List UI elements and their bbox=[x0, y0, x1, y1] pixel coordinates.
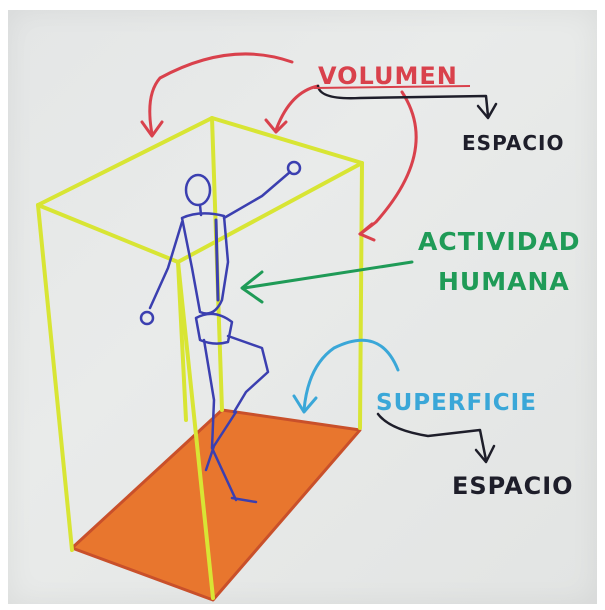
box-edge-front-left bbox=[36, 203, 74, 552]
label-espacio-top: ESPACIO bbox=[462, 131, 565, 155]
paper-background bbox=[8, 10, 597, 604]
volumen-arrow-mid bbox=[274, 84, 320, 132]
figure-right-arm bbox=[222, 170, 292, 220]
label-actividad: ACTIVIDAD bbox=[418, 227, 581, 256]
volumen-arrow-left-head bbox=[140, 120, 164, 138]
figure-standing-foot bbox=[230, 496, 258, 504]
figure-raised-foot bbox=[204, 410, 238, 472]
figure-left-hand bbox=[139, 310, 155, 326]
box-edge-front bbox=[176, 260, 215, 600]
volumen-arrow-mid-head bbox=[264, 118, 288, 134]
box-edge-inner bbox=[176, 260, 188, 422]
volumen-underline bbox=[313, 85, 471, 89]
figure-torso bbox=[180, 212, 230, 315]
figure-left-arm bbox=[148, 220, 184, 310]
label-superficie: SUPERFICIE bbox=[376, 390, 537, 416]
label-humana: HUMANA bbox=[438, 267, 570, 296]
figure-right-hand bbox=[286, 160, 302, 176]
label-espacio-bottom: ESPACIO bbox=[452, 472, 574, 500]
figure-standing-leg bbox=[202, 338, 238, 502]
figure-raised-leg bbox=[226, 334, 270, 414]
box-top-face bbox=[36, 116, 364, 264]
superficie-arrow bbox=[292, 338, 400, 414]
volumen-arrow-left bbox=[148, 52, 294, 136]
box-edge-right bbox=[358, 161, 364, 430]
figure-pelvis bbox=[194, 312, 234, 345]
floor-surface bbox=[70, 408, 362, 602]
label-volumen: VOLUMEN bbox=[318, 62, 458, 90]
volumen-arrow-right bbox=[358, 90, 418, 236]
actividad-arrow bbox=[240, 260, 414, 304]
human-figure bbox=[139, 160, 302, 504]
volumen-to-espacio-arrow bbox=[316, 84, 498, 120]
volumen-arrow-right-head bbox=[358, 222, 376, 242]
superficie-to-espacio-arrow bbox=[376, 412, 496, 464]
volumen-arrows bbox=[140, 52, 418, 242]
figure-head bbox=[184, 173, 212, 207]
figure-spine bbox=[214, 218, 220, 302]
